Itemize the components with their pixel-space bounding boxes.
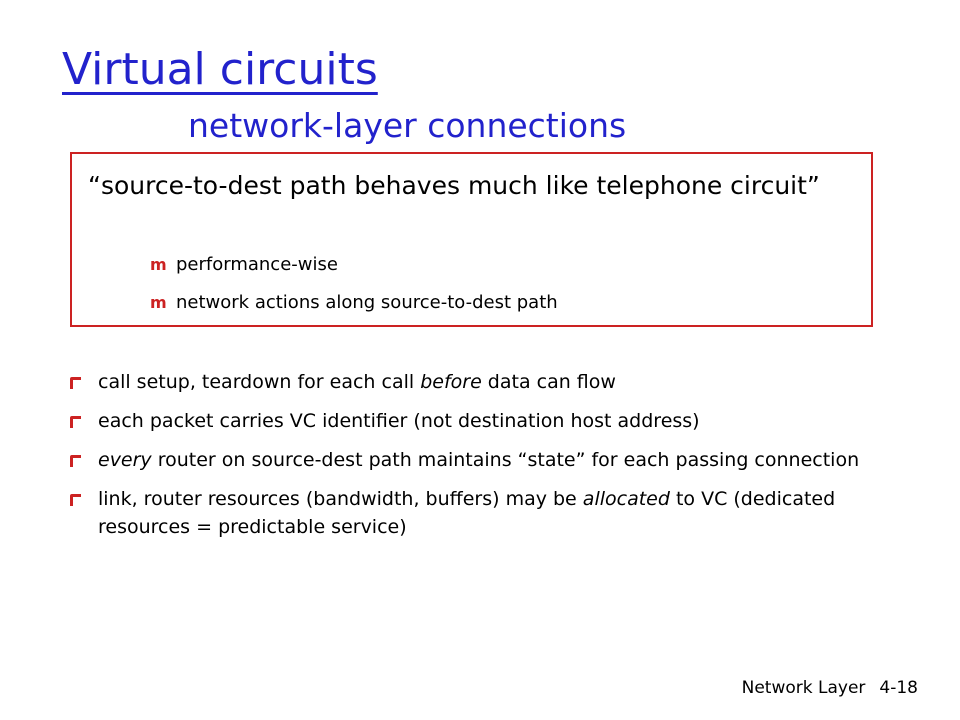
- bullet-text: each packet carries VC identifier (not d…: [98, 410, 700, 432]
- bullet-text: before: [420, 371, 482, 393]
- quote-text-content: “source-to-dest path behaves much like t…: [88, 171, 820, 200]
- bullet-text: call setup, teardown for each call: [98, 371, 421, 393]
- bullet-text: to VC (dedicated resources = predictable…: [98, 488, 836, 538]
- bullet-text: router on source-dest path maintains “st…: [151, 449, 860, 471]
- slide-subtitle: network-layer connections: [188, 106, 627, 145]
- quote-text: “source-to-dest path behaves much like t…: [88, 168, 858, 204]
- bullet-icon: [70, 455, 81, 467]
- footer-page-number: 4-18: [879, 678, 918, 698]
- slide-title: Virtual circuits: [62, 44, 378, 95]
- bullet-list: call setup, teardown for each call befor…: [68, 368, 888, 552]
- bullet-text: link, router resources (bandwidth, buffe…: [98, 488, 583, 510]
- slide-footer: Network Layer 4-18: [742, 678, 918, 698]
- footer-section: Network Layer: [741, 678, 866, 698]
- bullet-icon: [70, 494, 81, 506]
- bullet-icon: [70, 377, 81, 389]
- sub-bullet-icon: m: [150, 293, 167, 312]
- bullet-icon: [70, 416, 81, 428]
- bullet-text: every: [98, 449, 152, 471]
- list-item: each packet carries VC identifier (not d…: [68, 407, 888, 435]
- bullet-text: allocated: [582, 488, 670, 510]
- quote-box: “source-to-dest path behaves much like t…: [70, 152, 873, 327]
- list-item: call setup, teardown for each call befor…: [68, 368, 888, 396]
- bullet-text: data can flow: [481, 371, 616, 393]
- list-item: every router on source-dest path maintai…: [68, 446, 888, 474]
- list-item: link, router resources (bandwidth, buffe…: [68, 485, 888, 541]
- sub-bullet-icon: m: [150, 255, 167, 274]
